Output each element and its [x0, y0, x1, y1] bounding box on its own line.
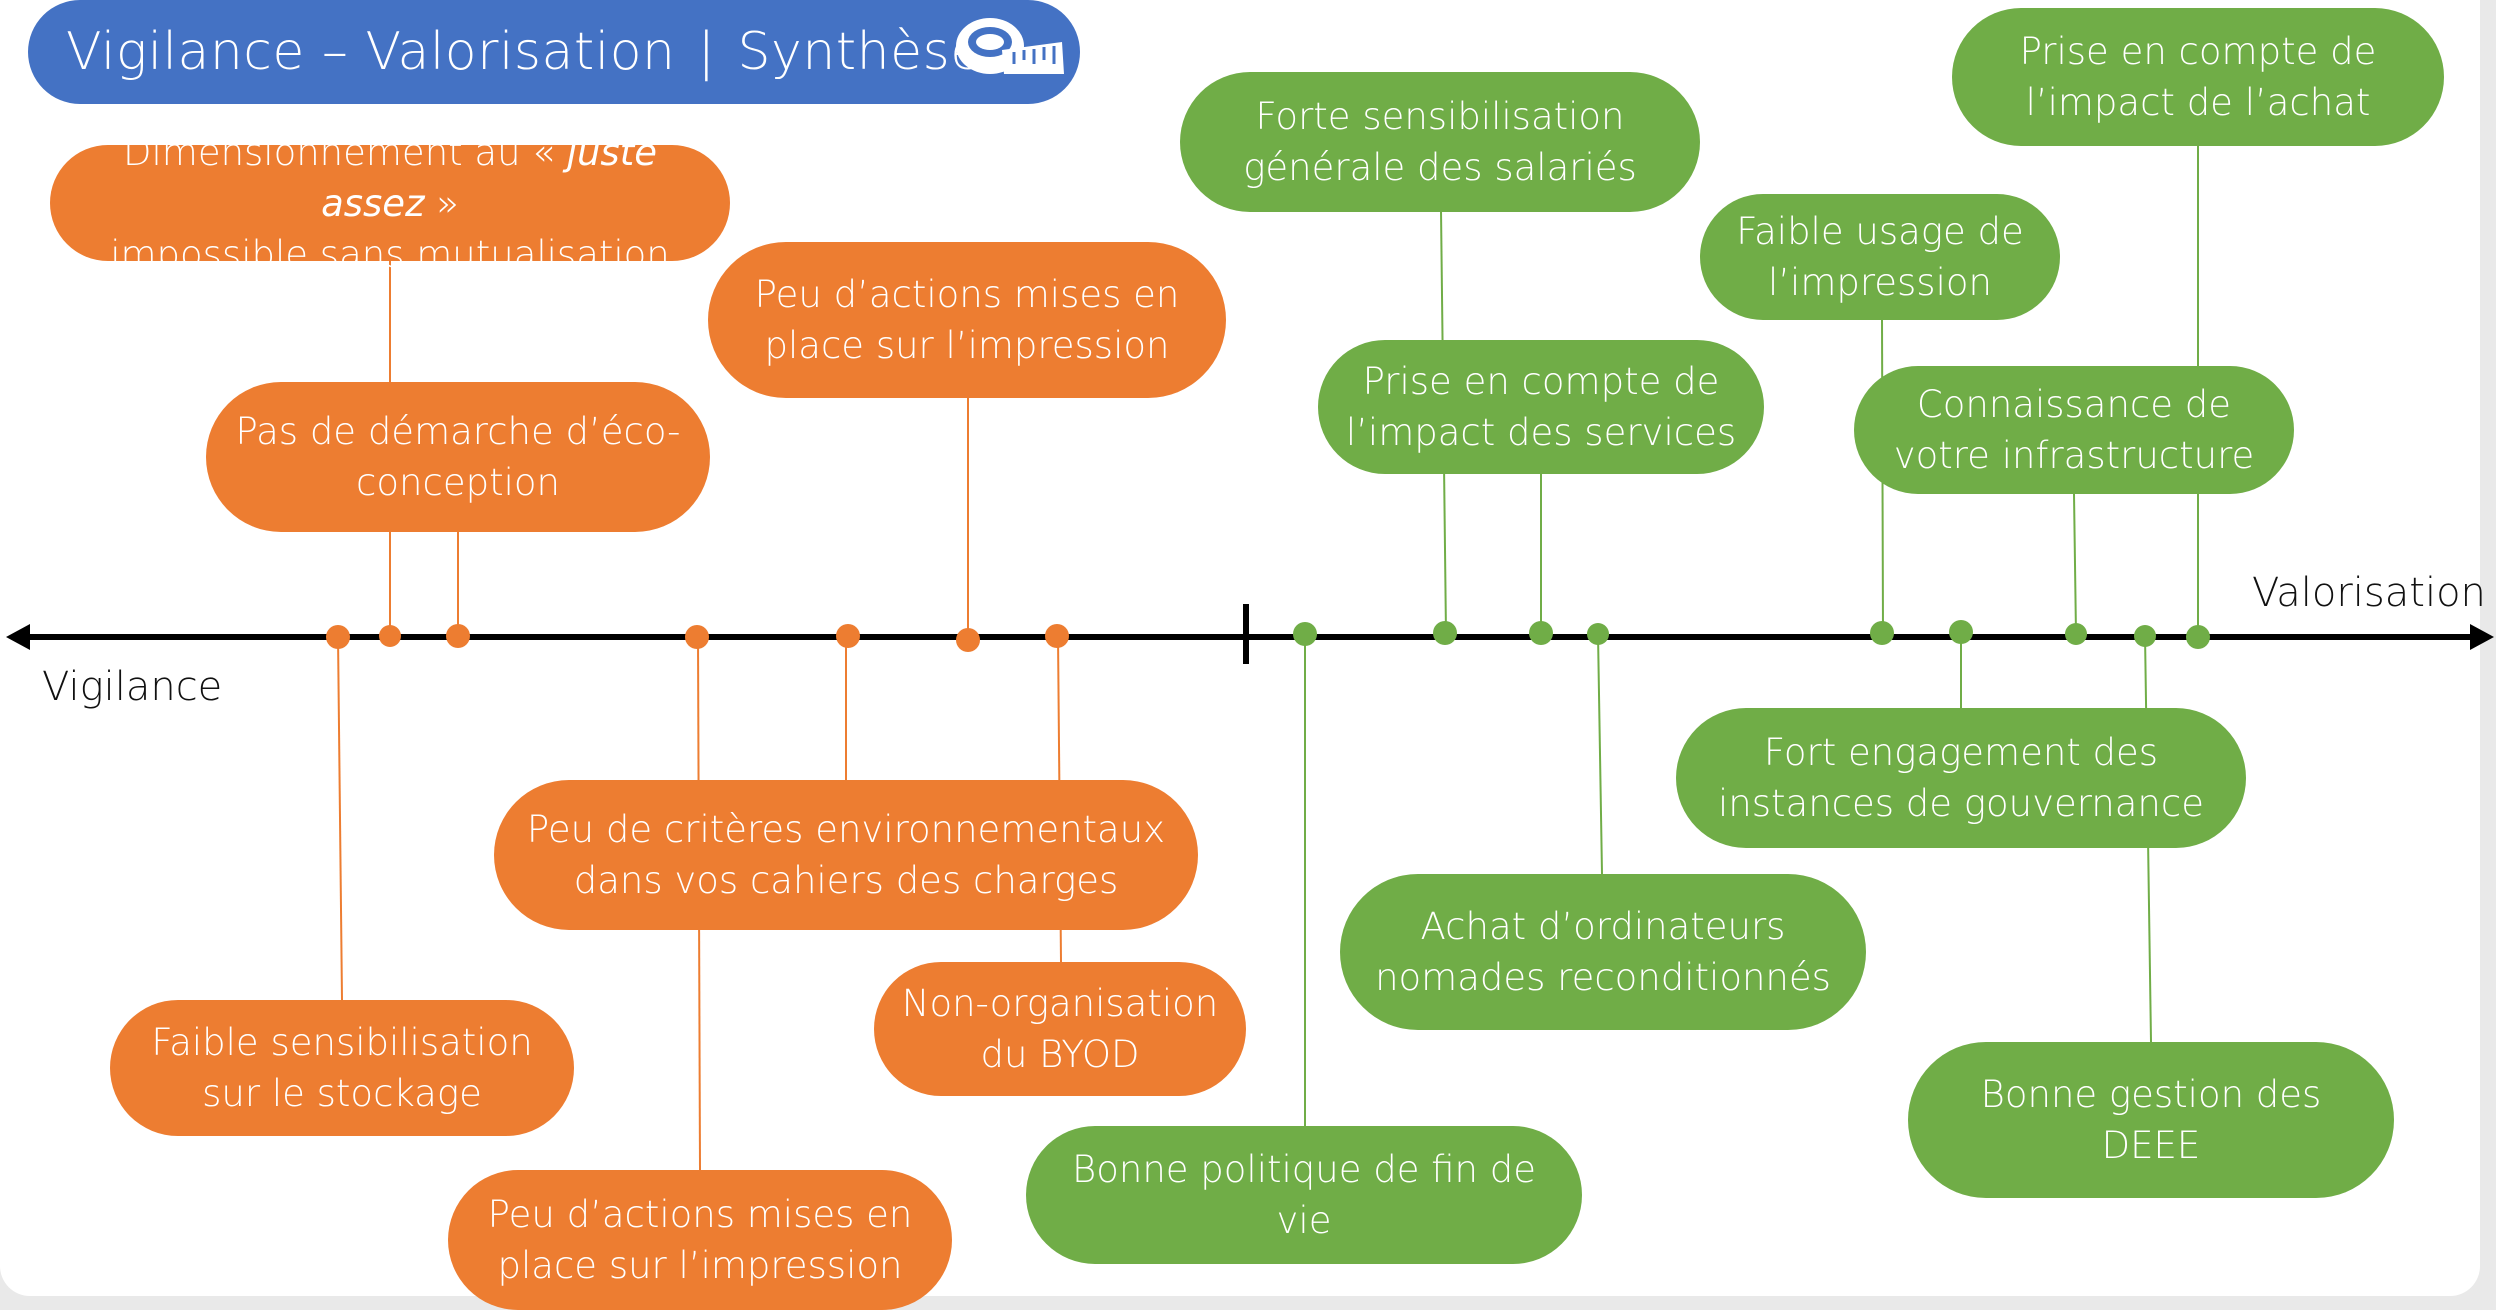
axis-dot: [1293, 622, 1317, 646]
valorisation-item-ordinateurs: Achat d’ordinateurs nomades reconditionn…: [1340, 874, 1866, 1030]
axis-dot: [1949, 620, 1973, 644]
pill-line-2: du BYOD: [980, 1033, 1140, 1076]
valorisation-item-infrastructure: Connaissance de votre infrastructure: [1854, 366, 2294, 494]
axis-arrow-right: [2470, 624, 2494, 650]
axis-dot: [1433, 621, 1457, 645]
pill-line-2: place sur l’impression: [764, 324, 1170, 367]
vigilance-item-eco-conception: Pas de démarche d’éco- conception: [206, 382, 710, 532]
pill-text: Dimensionnement au «: [123, 130, 567, 174]
axis-dot: [1045, 624, 1069, 648]
axis-dot: [2065, 623, 2087, 645]
pill-line-2: l’impression: [1768, 261, 1992, 304]
pill-line-2: générale des salariés: [1243, 146, 1637, 189]
axis-dot: [836, 624, 860, 648]
pill-line-1: Peu d’actions mises en: [754, 273, 1180, 316]
axis-dot: [446, 624, 470, 648]
axis-dot: [379, 625, 401, 647]
valorisation-item-achat: Prise en compte de l’impact de l’achat: [1952, 8, 2444, 146]
pill-line-2: instances de gouvernance: [1718, 782, 2204, 825]
valorisation-item-deee: Bonne gestion des DEEE: [1908, 1042, 2394, 1198]
pill-line-1: Bonne gestion des: [1980, 1073, 2322, 1116]
connector-ordinateurs: [1597, 633, 1603, 875]
axis-dot: [326, 625, 350, 649]
header-subtitle: Synthèse: [737, 22, 983, 82]
pill-line-2: DEEE: [2101, 1124, 2201, 1167]
pill-line-2: impossible sans mutualisation: [110, 232, 670, 276]
pill-line-1: Forte sensibilisation: [1255, 95, 1625, 138]
axis-dot: [685, 625, 709, 649]
pill-line-1: Bonne politique de fin de vie: [1072, 1148, 1536, 1242]
header-title: Vigilance – Valorisation: [66, 22, 676, 82]
pill-line-2: l’impact des services: [1345, 411, 1737, 454]
axis-right-label: Valorisation: [2252, 570, 2486, 616]
pill-line-1: Non-organisation: [901, 982, 1219, 1025]
pill-line-2: votre infrastructure: [1893, 434, 2255, 477]
valorisation-item-services: Prise en compte de l’impact des services: [1318, 340, 1764, 474]
vigilance-item-impression-bottom: Peu d’actions mises en place sur l’impre…: [448, 1170, 952, 1310]
axis-arrow-left: [6, 624, 30, 650]
pill-line-2: sur le stockage: [202, 1072, 482, 1115]
valorisation-item-fin-de-vie: Bonne politique de fin de vie: [1026, 1126, 1582, 1264]
pill-line-1: Prise en compte de: [1362, 360, 1720, 403]
vigilance-item-byod: Non-organisation du BYOD: [874, 962, 1246, 1096]
pill-line-2: conception: [356, 461, 560, 504]
pill-line-1: Dimensionnement au « juste assez »: [70, 127, 710, 229]
pill-line-2: l’impact de l’achat: [2025, 81, 2371, 124]
pill-text-emphasis: juste assez: [321, 130, 657, 225]
axis-center-tick: [1243, 604, 1249, 664]
header-separator: |: [697, 22, 716, 82]
connector-infrastructure: [2073, 493, 2077, 635]
vigilance-item-dimensionnement: Dimensionnement au « juste assez » impos…: [50, 131, 730, 276]
axis-dot: [1529, 621, 1553, 645]
pill-line-1: Peu d’actions mises en: [487, 1193, 913, 1236]
vigilance-item-criteres: Peu de critères environnementaux dans vo…: [494, 780, 1198, 930]
header-banner: Vigilance – Valorisation | Synthèse: [28, 0, 1080, 104]
pill-line-1: Faible sensibilisation: [151, 1021, 533, 1064]
pill-line-2: nomades reconditionnés: [1375, 956, 1831, 999]
vigilance-item-stockage: Faible sensibilisation sur le stockage: [110, 1000, 574, 1136]
pill-line-1: Achat d’ordinateurs: [1420, 905, 1786, 948]
valorisation-item-sensibilisation: Forte sensibilisation générale des salar…: [1180, 72, 1700, 212]
vigilance-item-impression-top: Peu d’actions mises en place sur l’impre…: [708, 242, 1226, 398]
valorisation-item-gouvernance: Fort engagement des instances de gouvern…: [1676, 708, 2246, 848]
pill-line-1: Pas de démarche d’éco-: [235, 410, 681, 453]
pill-text: »: [424, 181, 459, 225]
axis-dot: [2186, 625, 2210, 649]
pill-line-1: Faible usage de: [1736, 210, 2024, 253]
pill-line-2: dans vos cahiers des charges: [573, 859, 1119, 902]
pill-line-1: Prise en compte de: [2019, 30, 2377, 73]
connector-stockage: [337, 635, 343, 1001]
axis-left-label: Vigilance: [42, 664, 223, 710]
measuring-tape-icon: [956, 18, 1064, 74]
pill-line-1: Peu de critères environnementaux: [526, 808, 1166, 851]
axis-dot: [2134, 625, 2156, 647]
pill-line-1: Fort engagement des: [1763, 731, 2159, 774]
pill-line-2: place sur l’impression: [497, 1244, 903, 1287]
axis-dot: [1587, 623, 1609, 645]
pill-line-1: Connaissance de: [1916, 383, 2232, 426]
axis-dot: [956, 628, 980, 652]
axis-dot: [1870, 621, 1894, 645]
valorisation-item-faible-impression: Faible usage de l’impression: [1700, 194, 2060, 320]
